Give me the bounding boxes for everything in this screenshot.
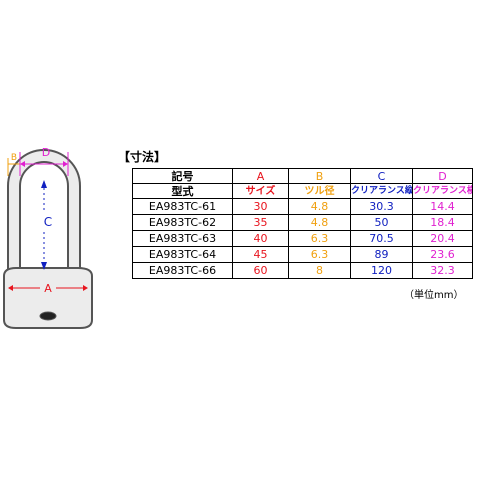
cell-a: 60: [232, 262, 289, 279]
header-row-type: 型式 サイズ ツル径 クリアランス縦 クリアランス横: [132, 183, 473, 199]
cell-c: 30.3: [350, 198, 413, 215]
table-row: EA983TC-62 35 4.8 50 18.4: [132, 214, 473, 231]
cell-a: 35: [232, 214, 289, 231]
cell-model: EA983TC-66: [132, 262, 233, 279]
cell-c: 120: [350, 262, 413, 279]
padlock-body: [3, 267, 93, 329]
table-row: EA983TC-66 60 8 120 32.3: [132, 262, 473, 279]
dimension-a-label: A: [44, 282, 52, 295]
header-type: 型式: [132, 183, 233, 199]
header-clearance-horizontal: クリアランス横: [412, 183, 473, 199]
table-row: EA983TC-61 30 4.8 30.3 14.4: [132, 198, 473, 215]
cell-model: EA983TC-61: [132, 198, 233, 215]
cell-b: 8: [288, 262, 351, 279]
dimension-c: C: [41, 180, 52, 270]
header-clearance-vertical: クリアランス縦: [350, 183, 413, 199]
dimension-table: 記号 A B C D 型式 サイズ ツル径 クリアランス縦 クリアランス横 EA…: [132, 168, 473, 279]
keyhole: [39, 311, 57, 321]
header-row-symbol: 記号 A B C D: [132, 168, 473, 184]
cell-d: 18.4: [412, 214, 473, 231]
table-row: EA983TC-63 40 6.3 70.5 20.4: [132, 230, 473, 247]
section-title: 【寸法】: [118, 150, 167, 164]
header-a: A: [232, 168, 289, 184]
cell-d: 14.4: [412, 198, 473, 215]
cell-b: 6.3: [288, 246, 351, 263]
unit-note: （単位mm）: [404, 290, 464, 301]
cell-a: 40: [232, 230, 289, 247]
cell-b: 6.3: [288, 230, 351, 247]
cell-a: 30: [232, 198, 289, 215]
header-c: C: [350, 168, 413, 184]
dimension-d: D: [19, 146, 69, 176]
cell-a: 45: [232, 246, 289, 263]
cell-b: 4.8: [288, 198, 351, 215]
cell-model: EA983TC-63: [132, 230, 233, 247]
cell-model: EA983TC-64: [132, 246, 233, 263]
header-d: D: [412, 168, 473, 184]
padlock-shackle: [7, 149, 81, 273]
dimension-b-label: B: [11, 153, 17, 163]
header-b: B: [288, 168, 351, 184]
padlock-dimension-diagram: A B D C: [3, 146, 93, 329]
header-size: サイズ: [232, 183, 289, 199]
dimension-d-label: D: [42, 146, 50, 159]
dimension-a: A: [8, 282, 88, 295]
cell-c: 70.5: [350, 230, 413, 247]
table-row: EA983TC-64 45 6.3 89 23.6: [132, 246, 473, 263]
cell-model: EA983TC-62: [132, 214, 233, 231]
cell-d: 23.6: [412, 246, 473, 263]
cell-c: 50: [350, 214, 413, 231]
header-shackle-diameter: ツル径: [288, 183, 351, 199]
cell-d: 20.4: [412, 230, 473, 247]
header-symbol: 記号: [132, 168, 233, 184]
cell-d: 32.3: [412, 262, 473, 279]
cell-c: 89: [350, 246, 413, 263]
cell-b: 4.8: [288, 214, 351, 231]
dimension-c-label: C: [44, 215, 52, 229]
